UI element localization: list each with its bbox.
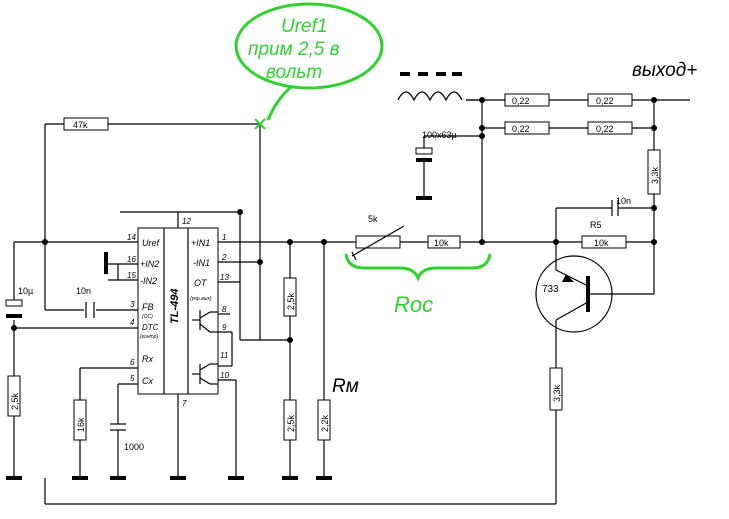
pin-number: 8 <box>222 305 227 314</box>
component-label: 16k <box>76 417 86 432</box>
component-label: 1000 <box>124 442 144 452</box>
resistor-0-22-a: 0,22 <box>504 93 550 107</box>
pin-label-fb-sub: (OC) <box>142 314 153 320</box>
component-label: 10k <box>434 238 449 248</box>
pin-number: 2 <box>221 253 227 262</box>
resistor-10k-roc: 10k <box>427 235 461 249</box>
pin-label-rx: Rx <box>142 354 153 364</box>
pin-number: 15 <box>127 271 136 280</box>
component-label: 3,3k <box>650 166 660 184</box>
component-label: 0,22 <box>512 96 530 106</box>
pin-label-in1n: -IN1 <box>193 258 210 268</box>
resistor-3-3k-top: 3,3k <box>647 149 661 195</box>
pin-number: 13 <box>220 273 229 282</box>
pin-number: 11 <box>220 351 228 360</box>
resistor-0-22-c: 0,22 <box>504 121 550 135</box>
component-label: 0,22 <box>596 96 614 106</box>
component-label: R5 <box>590 220 602 230</box>
component-label: 733 <box>542 284 559 295</box>
pin-number: 10 <box>220 371 229 380</box>
roc-brace: Roc <box>344 253 492 317</box>
uref-line-2: прим 2,5 в <box>248 39 340 60</box>
resistor-2-5k-mid-bot: 2,5k <box>283 399 297 441</box>
resistor-2-5k-mid-top: 2,5k <box>283 277 297 317</box>
pin-label-in2p: +IN2 <box>140 259 159 269</box>
rm-label: Rм <box>332 376 359 397</box>
component-label: 10n <box>76 286 91 296</box>
output-label: выход+ <box>632 60 697 81</box>
capacitor-10u: 10µ <box>5 286 33 318</box>
resistor-2-5k-left: 2,5k <box>7 375 21 417</box>
pin-label-cx: Cx <box>142 376 153 386</box>
component-label: 0,22 <box>596 124 614 134</box>
component-label: 10µ <box>18 286 33 296</box>
ic-tl494: TL-494 Uref +IN2 -IN2 FB (OC) DTC (контр… <box>127 217 229 408</box>
resistor-47k: 47k <box>63 117 109 131</box>
component-label: 2,2k <box>320 414 330 432</box>
pin-number: 6 <box>130 358 135 367</box>
pin-number: 1 <box>222 233 226 242</box>
roc-label: Roc <box>394 292 433 317</box>
pin-number: 16 <box>127 255 136 264</box>
junctions <box>11 97 657 343</box>
capacitor-10n-left: 10n <box>76 286 95 318</box>
pin-label-ot: OT <box>194 278 208 288</box>
resistor-0-22-b: 0,22 <box>587 93 633 107</box>
component-label: 5k <box>368 214 378 224</box>
component-label: 3,3k <box>552 384 562 402</box>
capacitor-100x63: 100x63µ <box>415 130 457 162</box>
ic-output-transistor-icon <box>192 310 218 385</box>
pin-label-fb: FB <box>142 302 154 312</box>
wires <box>13 99 690 505</box>
potentiometer-5k: 5k <box>351 214 405 261</box>
pin-number: 3 <box>130 300 135 309</box>
pin-label-dtc-sub: (контр) <box>140 334 158 340</box>
ic-name: TL-494 <box>169 289 181 324</box>
component-label: 2,5k <box>286 292 296 310</box>
pin-number: 9 <box>222 323 227 332</box>
resistor-3-3k-bot: 3,3k <box>549 367 563 411</box>
capacitor-1000: 1000 <box>110 423 144 452</box>
emitter-arrow-icon <box>562 274 574 282</box>
component-label: 10k <box>594 238 609 248</box>
capacitor-10n-right: 10n <box>611 196 631 216</box>
transistor-733: 733 <box>535 255 613 333</box>
uref-line-3: вольт <box>266 62 322 83</box>
pin-label-uref: Uref <box>142 238 161 248</box>
component-label: 0,22 <box>512 124 530 134</box>
component-label: 47k <box>73 120 88 130</box>
uref-title: Uref1 <box>281 16 327 37</box>
resistor-rm-2-2k: 2,2k <box>317 399 331 441</box>
inductor-icon <box>397 72 463 102</box>
pin-label-in1p: +IN1 <box>191 238 210 248</box>
resistor-r5-10k: R5 10k <box>581 220 627 249</box>
component-label: 10n <box>616 196 631 206</box>
pin-label-dtc: DTC <box>142 323 159 332</box>
resistor-0-22-d: 0,22 <box>587 121 633 135</box>
uref-callout: Uref1 прим 2,5 в вольт <box>234 2 384 130</box>
pin-number: 12 <box>182 217 191 226</box>
pin-number: 14 <box>127 233 136 242</box>
component-label: 2,5k <box>286 414 296 432</box>
ground-symbols <box>6 196 432 480</box>
pin-number: 5 <box>130 374 135 383</box>
component-label: 2,5k <box>10 392 20 410</box>
pin-label-ot-sub: (упр.вых) <box>190 296 212 302</box>
component-label: 100x63µ <box>422 130 457 140</box>
resistor-16k: 16k <box>73 399 87 441</box>
pin-number: 7 <box>182 399 187 408</box>
pin-label-in2n: -IN2 <box>140 276 157 286</box>
pin-number: 4 <box>130 318 135 327</box>
